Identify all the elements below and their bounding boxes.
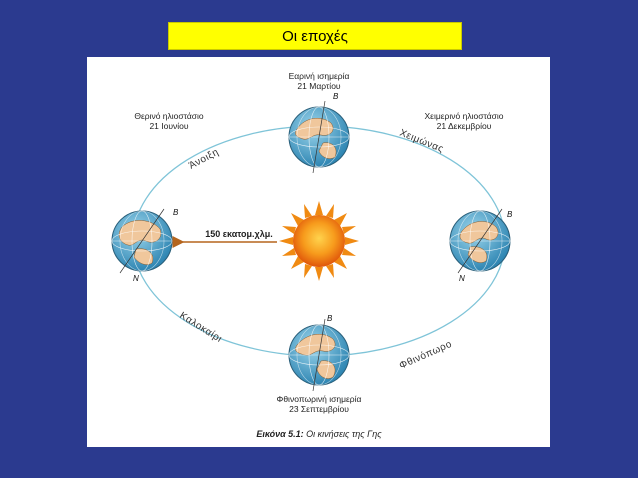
earth-globe-bottom-icon xyxy=(288,318,350,392)
label-top-line2: 21 Μαρτίου xyxy=(297,81,340,91)
slide-title: Οι εποχές xyxy=(168,22,462,50)
label-left-line2: 21 Ιουνίου xyxy=(149,121,188,131)
label-right-line1: Χειμερινό ηλιοστάσιο xyxy=(425,111,504,121)
earth-globe-right-icon xyxy=(449,208,511,274)
earth-globe-left-icon xyxy=(111,208,173,274)
label-left-line1: Θερινό ηλιοστάσιο xyxy=(134,111,204,121)
pole-north-top: Β xyxy=(333,92,339,101)
label-bottom-line2: 23 Σεπτεμβρίου xyxy=(289,404,349,414)
pole-north-bottom: Β xyxy=(327,314,333,323)
earth-globe-top-icon xyxy=(288,100,350,174)
seasons-diagram: 150 εκατομ.χλμ. Β Β Ν xyxy=(111,71,513,439)
label-right-line2: 21 Δεκεμβρίου xyxy=(437,121,492,131)
sun-icon xyxy=(279,201,359,281)
season-summer: Καλοκαίρι xyxy=(177,309,224,345)
figure-caption: Εικόνα 5.1: Οι κινήσεις της Γης xyxy=(256,429,382,439)
pole-north-left: Β xyxy=(173,208,179,217)
label-bottom-line1: Φθινοπωρινή ισημερία xyxy=(277,394,362,404)
caption-bold: Εικόνα 5.1: xyxy=(256,429,303,439)
label-top-line1: Εαρινή ισημερία xyxy=(289,71,350,81)
pole-north-right: Β xyxy=(507,210,513,219)
pole-south-left: Ν xyxy=(133,274,139,283)
caption-rest: Οι κινήσεις της Γης xyxy=(304,429,383,439)
distance-label: 150 εκατομ.χλμ. xyxy=(205,229,273,239)
diagram-panel: 150 εκατομ.χλμ. Β Β Ν xyxy=(87,57,550,447)
pole-south-right: Ν xyxy=(459,274,465,283)
